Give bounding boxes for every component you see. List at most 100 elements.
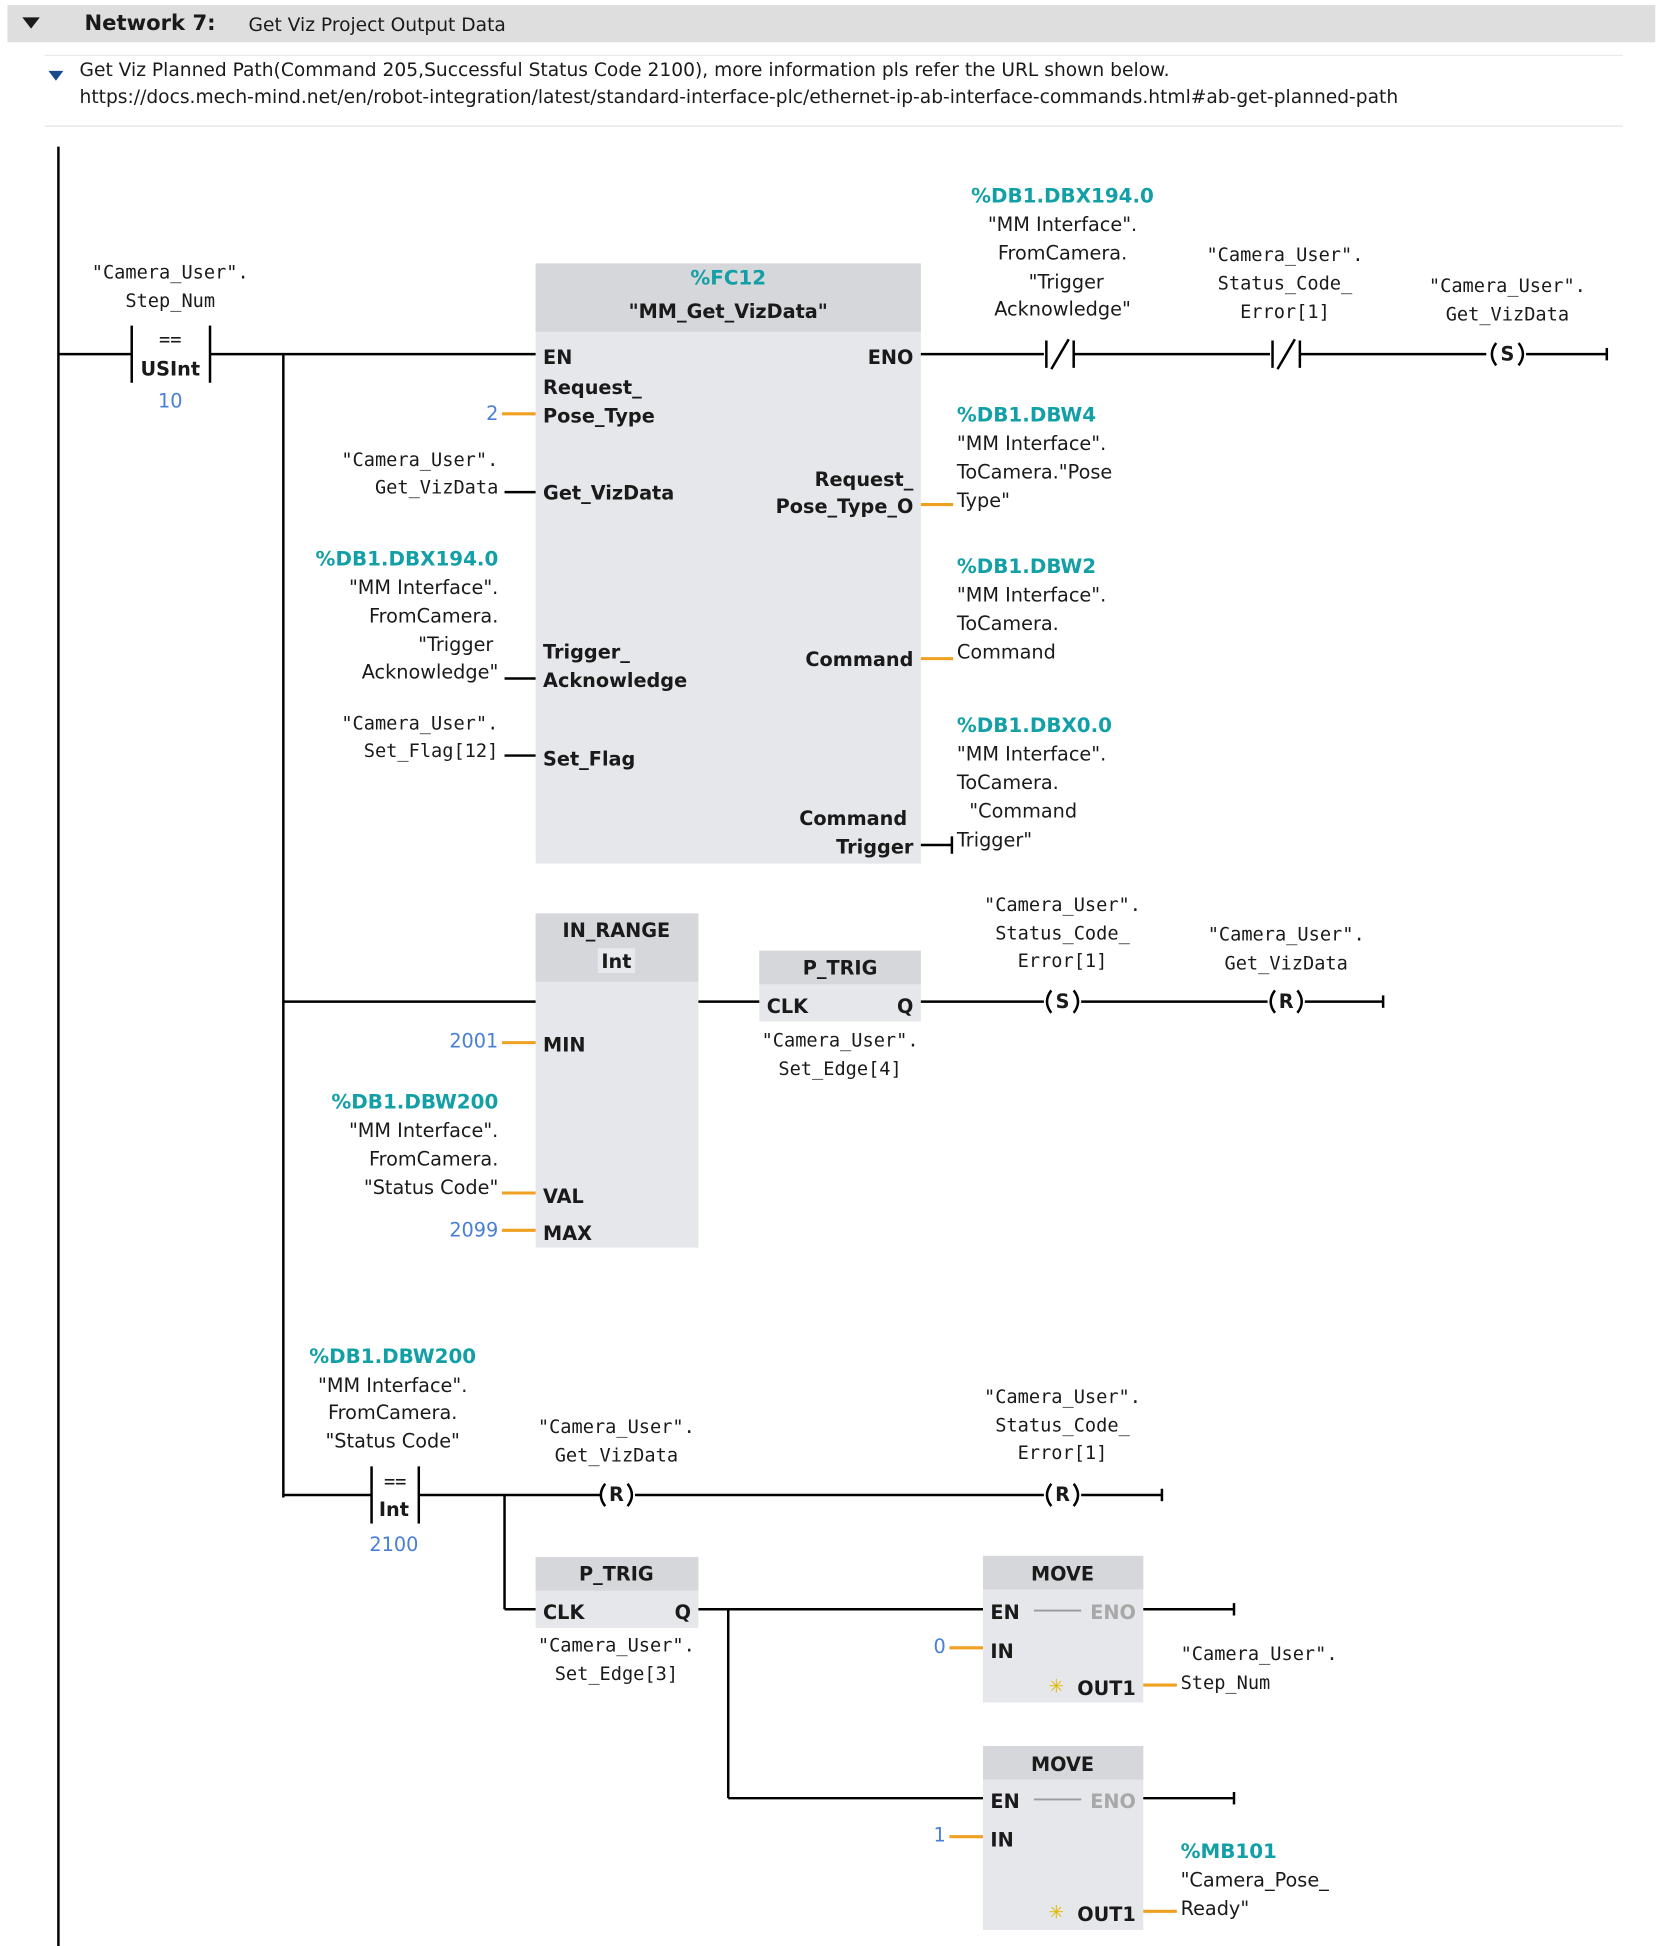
block-address: %FC12 bbox=[690, 267, 766, 290]
pin-value[interactable]: 2001 bbox=[449, 1030, 498, 1053]
operand-tag[interactable]: Error[1] bbox=[1018, 1443, 1108, 1464]
operand-tag[interactable]: FromCamera. bbox=[328, 1401, 457, 1424]
operand-tag[interactable]: "Trigger bbox=[1029, 270, 1104, 293]
operand-tag[interactable]: Set_Flag[12] bbox=[364, 741, 499, 762]
operand-tag[interactable]: "Command bbox=[969, 800, 1077, 823]
set-coil-status-code-error[interactable]: S bbox=[1045, 989, 1080, 1014]
pin-value[interactable]: 1 bbox=[933, 1824, 945, 1847]
operand-tag[interactable]: FromCamera. bbox=[998, 242, 1127, 265]
operand-address: %DB1.DBW200 bbox=[309, 1345, 476, 1368]
move-block-step-num[interactable] bbox=[982, 1555, 1144, 1703]
network-comment[interactable]: Get Viz Planned Path(Command 205,Success… bbox=[44, 54, 1623, 127]
operand-tag[interactable]: "Camera_User". bbox=[538, 1417, 695, 1438]
fc12-block[interactable] bbox=[535, 263, 921, 864]
operand-tag[interactable]: Get_VizData bbox=[1225, 953, 1348, 974]
pin-value[interactable]: 2099 bbox=[449, 1218, 498, 1241]
operand-tag[interactable]: "Status Code" bbox=[364, 1176, 498, 1199]
block-name[interactable]: MOVE bbox=[1031, 1753, 1094, 1776]
operand-tag[interactable]: Get_VizData bbox=[555, 1445, 678, 1466]
pin-value[interactable]: 0 bbox=[933, 1635, 945, 1658]
compare-value[interactable]: 10 bbox=[158, 390, 183, 413]
collapse-triangle-icon[interactable] bbox=[22, 17, 40, 29]
operand-tag[interactable]: Command bbox=[957, 641, 1056, 664]
block-name[interactable]: IN_RANGE bbox=[563, 919, 671, 942]
reset-coil-get-vizdata-2[interactable]: R bbox=[599, 1483, 634, 1507]
comment-expand-triangle-icon[interactable] bbox=[48, 70, 64, 81]
operand-tag[interactable]: "Trigger bbox=[418, 633, 493, 656]
operand-tag[interactable]: "Camera_User". bbox=[92, 262, 249, 283]
operand-tag[interactable]: FromCamera. bbox=[369, 1148, 498, 1171]
operand-tag[interactable]: "MM Interface". bbox=[988, 213, 1137, 236]
network-label: Network 7: bbox=[84, 11, 216, 37]
operand-tag[interactable]: "Camera_User". bbox=[538, 1636, 695, 1657]
set-coil-get-vizdata[interactable]: S bbox=[1490, 342, 1525, 367]
pin-label: VAL bbox=[543, 1185, 584, 1208]
operand-tag[interactable]: "Camera_User". bbox=[984, 1387, 1141, 1408]
operand-tag[interactable]: ToCamera."Pose bbox=[956, 460, 1112, 483]
operand-tag[interactable]: Type" bbox=[956, 489, 1010, 512]
operand-tag[interactable]: "Camera_User". bbox=[341, 713, 498, 734]
block-name[interactable]: P_TRIG bbox=[803, 956, 878, 979]
nc-contact-trigger-acknowledge[interactable] bbox=[1045, 338, 1075, 370]
operand-tag[interactable]: Step_Num bbox=[125, 291, 215, 312]
pin-label: Command bbox=[799, 807, 907, 830]
operand-tag[interactable]: Status_Code_ bbox=[1218, 274, 1353, 295]
block-name[interactable]: "MM_Get_VizData" bbox=[629, 300, 828, 323]
operand-tag[interactable]: Status_Code_ bbox=[995, 1416, 1130, 1437]
p-trig-block-set-edge-3[interactable] bbox=[535, 1557, 699, 1628]
operand-tag[interactable]: "Camera_User". bbox=[762, 1030, 919, 1051]
operand-tag[interactable]: Acknowledge" bbox=[994, 298, 1131, 321]
operand-tag[interactable]: "Camera_User". bbox=[1181, 1644, 1338, 1665]
operand-tag[interactable]: "Camera_Pose_ bbox=[1181, 1868, 1330, 1891]
pin-value[interactable]: 2 bbox=[486, 402, 498, 425]
move-block-camera-pose-ready[interactable] bbox=[982, 1745, 1144, 1930]
operand-tag[interactable]: "MM Interface". bbox=[957, 583, 1106, 606]
pin-label: Q bbox=[675, 1601, 691, 1624]
network-title[interactable]: Get Viz Project Output Data bbox=[248, 13, 506, 37]
operand-tag[interactable]: Get_VizData bbox=[375, 477, 498, 498]
operand-tag[interactable]: Ready" bbox=[1181, 1897, 1250, 1920]
operand-tag[interactable]: "MM Interface". bbox=[349, 1119, 498, 1142]
compare-type: USInt bbox=[140, 357, 200, 380]
operand-tag[interactable]: Error[1] bbox=[1240, 302, 1330, 323]
operand-tag[interactable]: "MM Interface". bbox=[349, 576, 498, 599]
operand-tag[interactable]: "Camera_User". bbox=[341, 450, 498, 471]
operand-tag[interactable]: Step_Num bbox=[1181, 1673, 1271, 1694]
operand-tag[interactable]: FromCamera. bbox=[369, 605, 498, 628]
operand-tag[interactable]: "Status Code" bbox=[325, 1430, 459, 1453]
operand-tag[interactable]: ToCamera. bbox=[956, 771, 1059, 794]
pin-label: EN bbox=[990, 1790, 1019, 1813]
operand-tag[interactable]: "MM Interface". bbox=[957, 432, 1106, 455]
operand-tag[interactable]: Trigger" bbox=[956, 828, 1032, 851]
operand-tag[interactable]: Acknowledge" bbox=[362, 661, 499, 684]
pin-label: ENO bbox=[1090, 1790, 1136, 1813]
operand-tag[interactable]: "Camera_User". bbox=[984, 895, 1141, 916]
operand-tag[interactable]: "MM Interface". bbox=[318, 1374, 467, 1397]
in-range-block[interactable] bbox=[535, 913, 699, 1248]
reset-coil-get-vizdata[interactable]: R bbox=[1269, 989, 1303, 1014]
operand-tag[interactable]: Set_Edge[4] bbox=[778, 1059, 901, 1080]
block-name[interactable]: P_TRIG bbox=[579, 1563, 654, 1586]
operand-tag[interactable]: "MM Interface". bbox=[957, 743, 1106, 766]
block-type[interactable]: Int bbox=[601, 950, 631, 973]
pin-label: MAX bbox=[543, 1222, 592, 1245]
operand-tag[interactable]: "Camera_User". bbox=[1429, 276, 1586, 297]
operand-tag[interactable]: Status_Code_ bbox=[995, 923, 1130, 944]
operand-tag[interactable]: Error[1] bbox=[1018, 951, 1108, 972]
operand-tag[interactable]: "Camera_User". bbox=[1208, 925, 1365, 946]
operand-tag[interactable]: ToCamera. bbox=[956, 612, 1059, 635]
block-name[interactable]: MOVE bbox=[1031, 1563, 1094, 1586]
network-header[interactable]: Network 7: Get Viz Project Output Data bbox=[7, 4, 1656, 43]
pin-label: Q bbox=[897, 995, 913, 1018]
operand-tag[interactable]: Get_VizData bbox=[1446, 305, 1569, 326]
operand-tag[interactable]: "Camera_User". bbox=[1206, 245, 1363, 266]
compare-value[interactable]: 2100 bbox=[369, 1533, 418, 1556]
p-trig-block-set-edge-4[interactable] bbox=[759, 950, 921, 1022]
reset-coil-status-code-error[interactable]: R bbox=[1045, 1483, 1080, 1507]
compare-contact-step-num[interactable]: == USInt bbox=[130, 325, 212, 383]
compare-contact-status-code[interactable]: == Int bbox=[370, 1466, 421, 1524]
operand-address: %DB1.DBW200 bbox=[331, 1090, 498, 1113]
operand-tag[interactable]: Set_Edge[3] bbox=[555, 1664, 678, 1685]
nc-contact-status-code-error[interactable] bbox=[1271, 338, 1302, 370]
